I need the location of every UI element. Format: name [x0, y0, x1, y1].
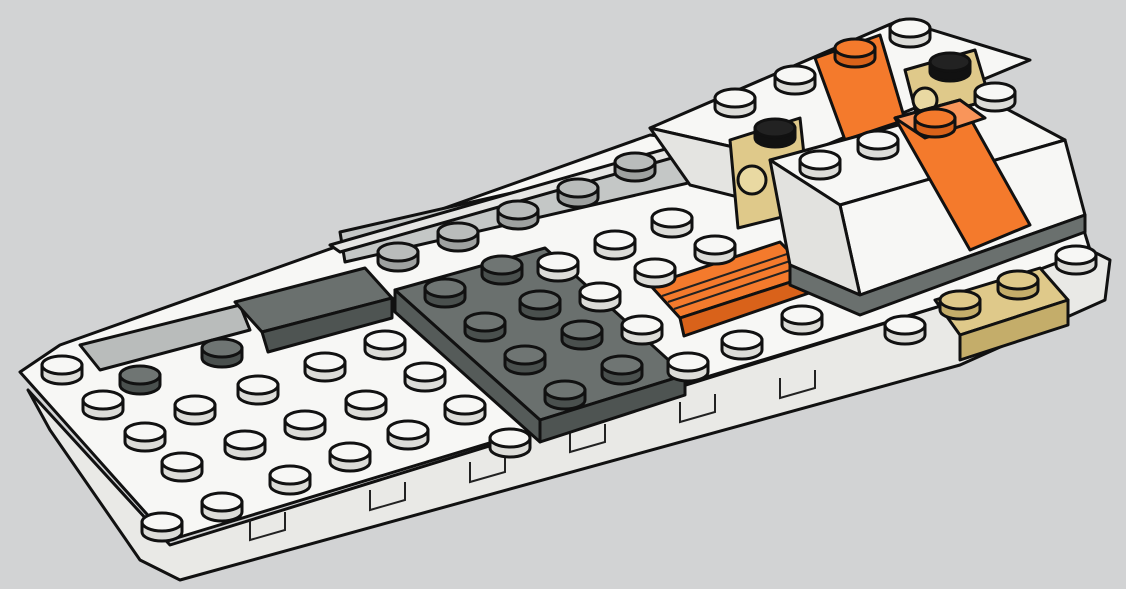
stud: [615, 153, 655, 181]
stud: [755, 119, 795, 147]
stud: [465, 313, 505, 341]
stud: [505, 346, 545, 374]
stud: [520, 291, 560, 319]
stud: [445, 396, 485, 424]
stud: [330, 443, 370, 471]
stud: [482, 256, 522, 284]
stud: [695, 236, 735, 264]
stud: [800, 151, 840, 179]
stud: [425, 279, 465, 307]
stud: [405, 363, 445, 391]
stud: [42, 356, 82, 384]
stud: [490, 429, 530, 457]
stud: [238, 376, 278, 404]
stud: [498, 201, 538, 229]
stud: [1056, 246, 1096, 274]
stud: [885, 316, 925, 344]
stud: [722, 331, 762, 359]
stud: [782, 306, 822, 334]
technic-hole-front: [738, 166, 766, 194]
stud: [545, 381, 585, 409]
stud: [890, 19, 930, 47]
stud: [975, 83, 1015, 111]
stud: [365, 331, 405, 359]
stud: [715, 89, 755, 117]
stud: [202, 493, 242, 521]
stud: [438, 223, 478, 251]
stud: [225, 431, 265, 459]
stud: [668, 353, 708, 381]
stud: [120, 366, 160, 394]
stud: [998, 271, 1038, 299]
stud: [125, 423, 165, 451]
stud: [602, 356, 642, 384]
stud: [652, 209, 692, 237]
stud: [285, 411, 325, 439]
stud: [835, 39, 875, 67]
stud: [162, 453, 202, 481]
stud: [580, 283, 620, 311]
stud: [83, 391, 123, 419]
stud: [270, 466, 310, 494]
stud: [775, 66, 815, 94]
stud: [595, 231, 635, 259]
stud: [915, 109, 955, 137]
stud: [562, 321, 602, 349]
stud: [175, 396, 215, 424]
stud: [635, 259, 675, 287]
stud: [388, 421, 428, 449]
stud: [305, 353, 345, 381]
stud: [930, 53, 970, 81]
stud: [378, 243, 418, 271]
stud: [858, 131, 898, 159]
stud: [346, 391, 386, 419]
stud: [558, 179, 598, 207]
stud: [940, 291, 980, 319]
stud: [142, 513, 182, 541]
stud: [202, 339, 242, 367]
stud: [622, 316, 662, 344]
stud: [538, 253, 578, 281]
